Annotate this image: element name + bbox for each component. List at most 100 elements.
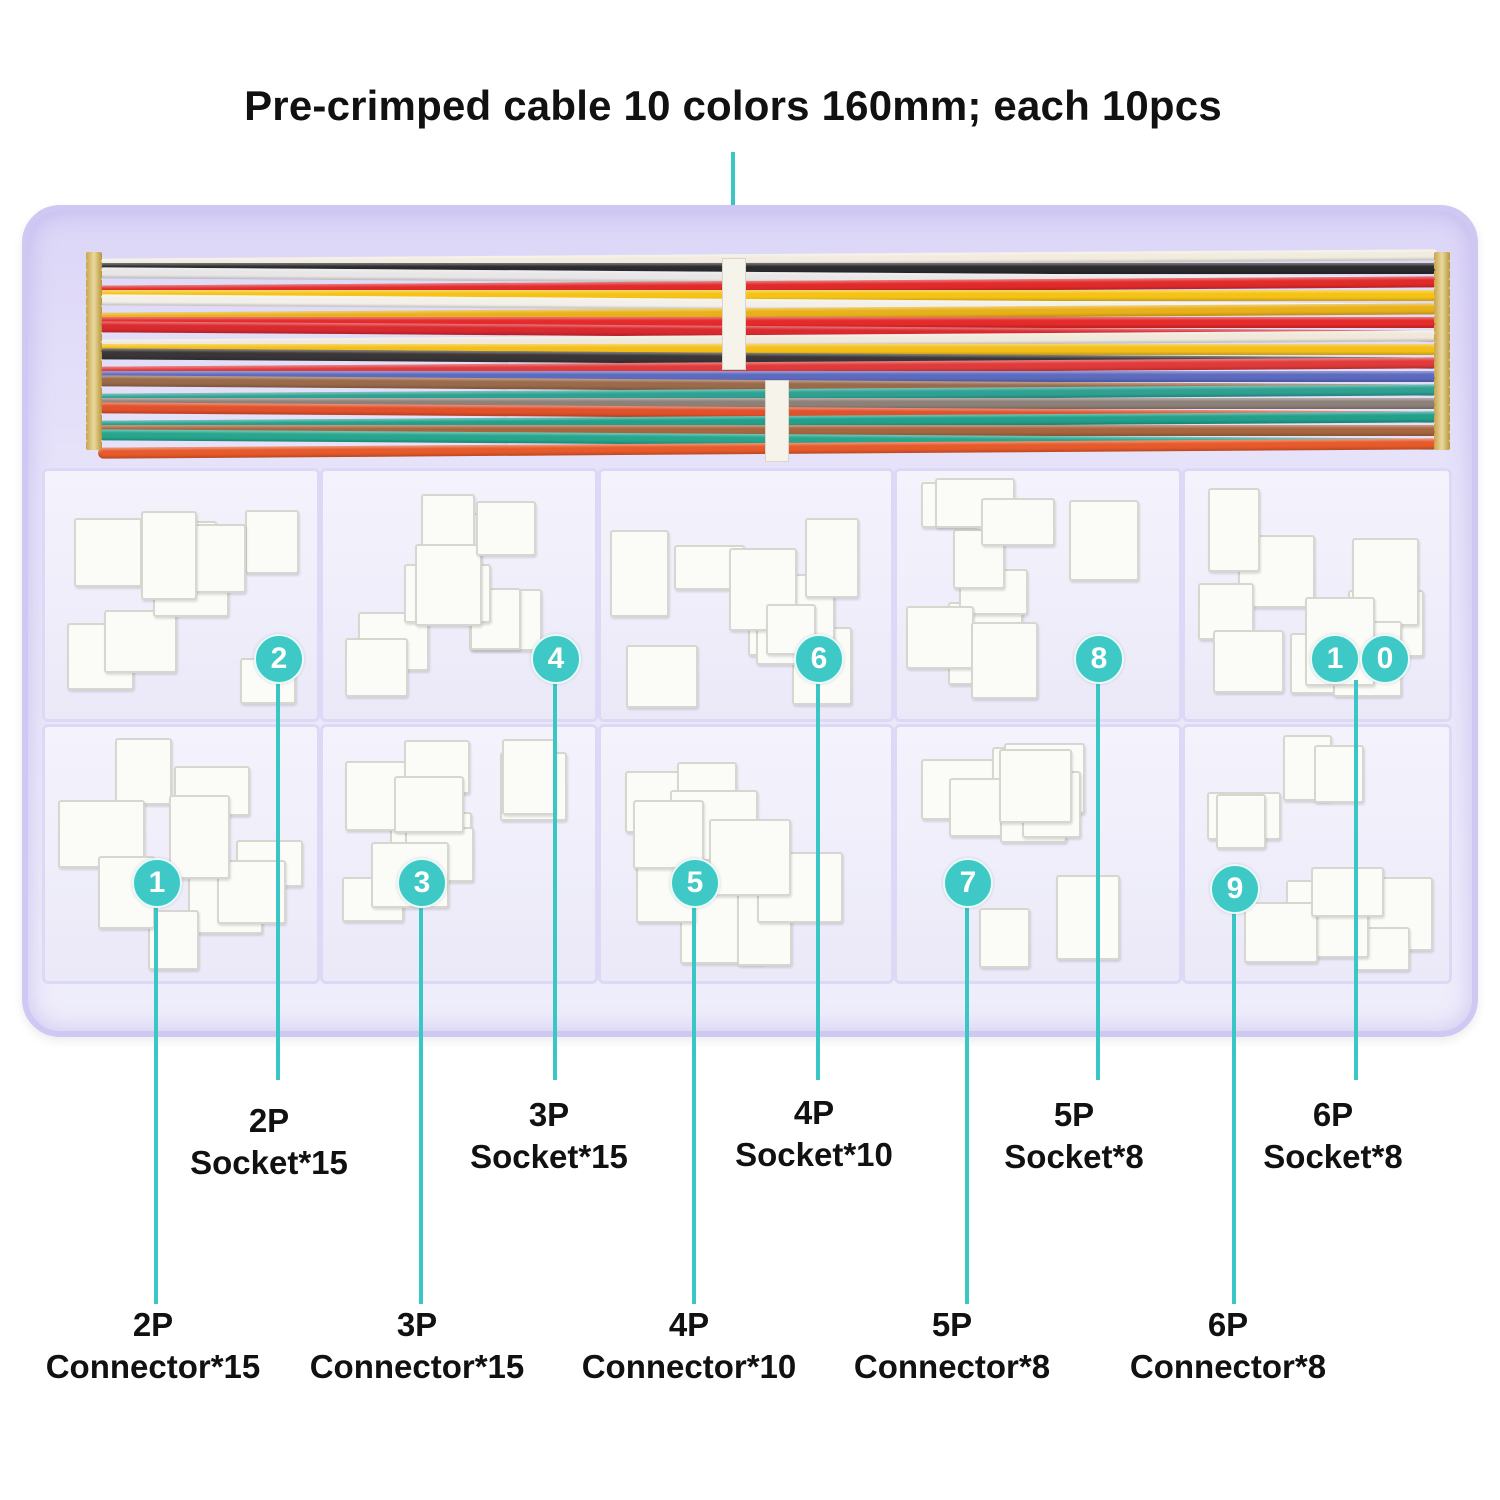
connector-part bbox=[1216, 793, 1266, 849]
crimp-terminal bbox=[1434, 261, 1450, 270]
number-badge-1: 1 bbox=[132, 858, 182, 908]
connector-part bbox=[415, 544, 482, 626]
label-pins: 3P bbox=[528, 1096, 570, 1133]
crimp-terminal bbox=[1434, 396, 1450, 405]
callout-line-2p-connector bbox=[154, 904, 158, 1304]
connector-part bbox=[114, 737, 172, 806]
label-type-count: Connector*8 bbox=[1129, 1348, 1327, 1385]
crimp-terminal bbox=[1434, 306, 1450, 315]
label-type-count: Socket*15 bbox=[190, 1144, 348, 1181]
connector-part bbox=[609, 530, 670, 618]
connector-part bbox=[345, 637, 409, 698]
label-type-count: Socket*10 bbox=[735, 1136, 893, 1173]
connector-part bbox=[805, 518, 860, 598]
callout-line-3p-connector bbox=[419, 904, 423, 1304]
callout-line-4p-connector bbox=[692, 904, 696, 1304]
label-type-count: Connector*8 bbox=[853, 1348, 1051, 1385]
crimp-terminal bbox=[1434, 288, 1450, 297]
connector-part bbox=[905, 606, 974, 669]
callout-line-6p-connector bbox=[1232, 910, 1236, 1304]
label-pins: 4P bbox=[668, 1306, 710, 1343]
connector-part bbox=[981, 498, 1056, 546]
connector-part bbox=[1208, 488, 1261, 572]
crimp-terminal bbox=[86, 270, 102, 279]
number-badge-6: 6 bbox=[794, 634, 844, 684]
label-2p-connector: 2P Connector*15 bbox=[23, 1304, 283, 1388]
crimp-terminal bbox=[86, 324, 102, 333]
crimp-terminal bbox=[1434, 279, 1450, 288]
crimp-terminal bbox=[86, 369, 102, 378]
connector-part bbox=[1213, 629, 1284, 693]
label-type-count: Socket*8 bbox=[1004, 1138, 1144, 1175]
crimp-terminal bbox=[1434, 414, 1450, 423]
label-pins: 5P bbox=[931, 1306, 973, 1343]
cable-wire bbox=[98, 290, 1438, 301]
connector-part bbox=[999, 749, 1072, 824]
crimp-terminal bbox=[1434, 405, 1450, 414]
label-pins: 2P bbox=[248, 1102, 290, 1139]
label-4p-connector: 4P Connector*10 bbox=[559, 1304, 819, 1388]
crimp-terminal bbox=[1434, 297, 1450, 306]
connector-part bbox=[475, 501, 536, 557]
number-badge-7: 7 bbox=[943, 858, 993, 908]
number-badge-3: 3 bbox=[397, 858, 447, 908]
label-6p-connector: 6P Connector*8 bbox=[1098, 1304, 1358, 1388]
connector-part bbox=[104, 610, 177, 673]
connector-part bbox=[394, 776, 465, 833]
crimp-terminal bbox=[1434, 369, 1450, 378]
connector-part bbox=[709, 818, 792, 897]
connector-part bbox=[1056, 874, 1121, 961]
crimp-terminal bbox=[86, 306, 102, 315]
callout-line-2p-socket bbox=[276, 680, 280, 1080]
connector-part bbox=[245, 509, 300, 574]
crimp-terminal bbox=[1434, 378, 1450, 387]
label-pins: 2P bbox=[132, 1306, 174, 1343]
crimp-terminal bbox=[86, 351, 102, 360]
connector-part bbox=[626, 644, 699, 709]
cable-tie bbox=[722, 258, 746, 370]
number-badge-10-digit-0: 0 bbox=[1360, 634, 1410, 684]
crimp-terminal bbox=[86, 342, 102, 351]
crimp-terminal bbox=[1434, 333, 1450, 342]
connector-part bbox=[1068, 499, 1140, 582]
callout-line-3p-socket bbox=[553, 680, 557, 1080]
crimp-terminal bbox=[1434, 252, 1450, 261]
connector-part bbox=[216, 859, 286, 924]
cable-wire bbox=[98, 317, 1438, 328]
number-badge-10-digit-1: 1 bbox=[1310, 634, 1360, 684]
label-pins: 5P bbox=[1053, 1096, 1095, 1133]
label-type-count: Connector*10 bbox=[581, 1348, 797, 1385]
crimp-terminal bbox=[86, 432, 102, 441]
crimp-terminal bbox=[1434, 270, 1450, 279]
crimp-terminal bbox=[1434, 432, 1450, 441]
cable-wire bbox=[98, 263, 1438, 274]
cable-wire bbox=[98, 344, 1438, 355]
crimp-terminal bbox=[1434, 315, 1450, 324]
crimp-terminal bbox=[1434, 351, 1450, 360]
callout-line-4p-socket bbox=[816, 680, 820, 1080]
crimp-terminal bbox=[86, 360, 102, 369]
connector-part bbox=[633, 799, 705, 870]
connector-part bbox=[1243, 902, 1319, 963]
crimp-terminal bbox=[86, 396, 102, 405]
crimp-terminal bbox=[1434, 387, 1450, 396]
callout-line-6p-socket bbox=[1354, 680, 1358, 1080]
label-pins: 6P bbox=[1207, 1306, 1249, 1343]
connector-part bbox=[978, 908, 1030, 968]
label-2p-socket: 2P Socket*15 bbox=[139, 1100, 399, 1184]
crimp-terminal bbox=[1434, 342, 1450, 351]
label-5p-connector: 5P Connector*8 bbox=[822, 1304, 1082, 1388]
crimp-terminal bbox=[86, 414, 102, 423]
label-pins: 6P bbox=[1312, 1096, 1354, 1133]
label-type-count: Socket*8 bbox=[1263, 1138, 1403, 1175]
crimp-terminal bbox=[86, 315, 102, 324]
label-pins: 3P bbox=[396, 1306, 438, 1343]
crimp-terminal bbox=[1434, 360, 1450, 369]
connector-part bbox=[168, 794, 230, 880]
number-badge-9: 9 bbox=[1210, 864, 1260, 914]
title-caption: Pre-crimped cable 10 colors 160mm; each … bbox=[244, 82, 1222, 129]
connector-part bbox=[420, 494, 476, 549]
connector-part bbox=[141, 511, 198, 600]
connector-part bbox=[971, 621, 1039, 700]
crimp-terminal bbox=[1434, 423, 1450, 432]
